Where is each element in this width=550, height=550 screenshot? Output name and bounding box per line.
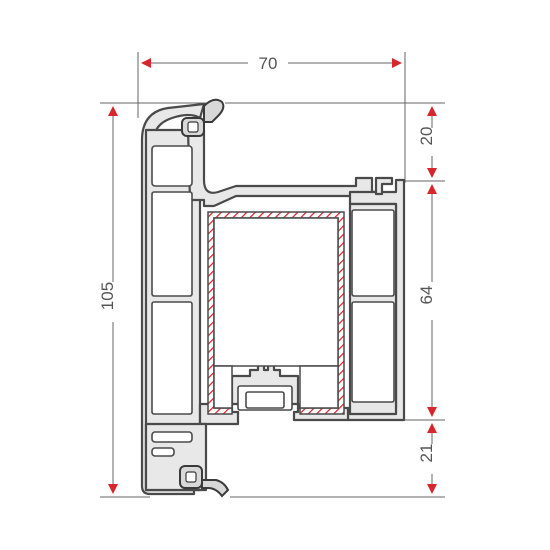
dimension-top-segment: 20 xyxy=(417,106,437,178)
dimension-bottom-segment: 21 xyxy=(417,423,437,494)
bottom-gasket xyxy=(179,465,230,498)
profile-chambers xyxy=(151,145,395,457)
steel-reinforcement xyxy=(207,211,345,415)
dimension-middle-segment-label: 64 xyxy=(417,286,436,305)
dimension-width: 70 xyxy=(141,54,402,73)
bottom-right-notch xyxy=(374,176,394,196)
dimension-width-label: 70 xyxy=(259,54,278,73)
dimension-total-height: 105 xyxy=(98,106,118,494)
dimension-total-height-label: 105 xyxy=(98,282,117,310)
top-gasket xyxy=(181,98,225,137)
dimension-middle-segment: 64 xyxy=(417,184,437,417)
dimension-top-segment-label: 20 xyxy=(417,127,436,146)
extension-lines xyxy=(100,52,445,498)
dimension-bottom-segment-label: 21 xyxy=(417,444,436,463)
